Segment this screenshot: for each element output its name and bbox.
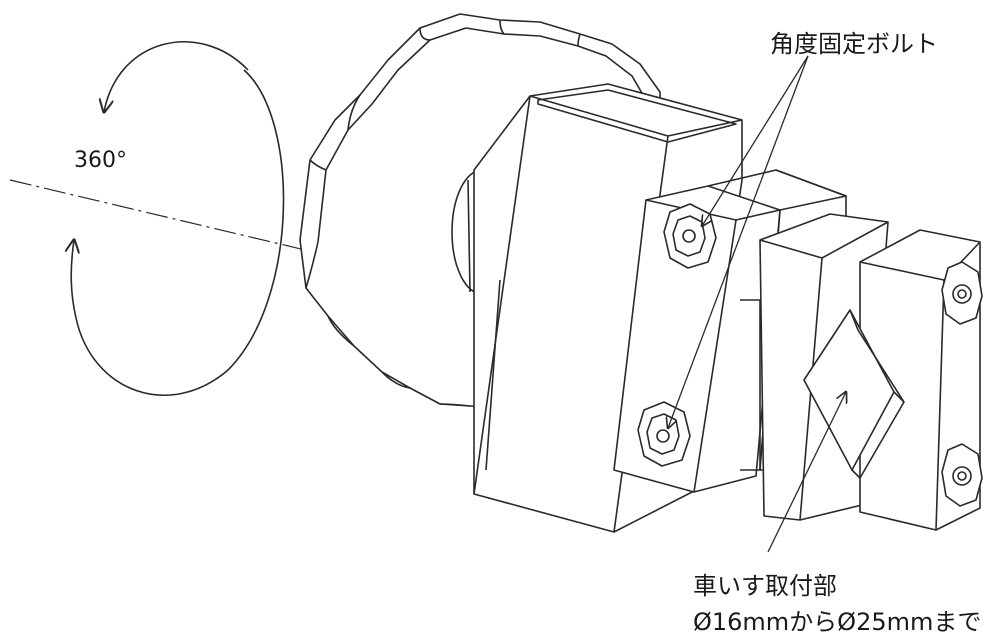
rotation-angle-label: 360° <box>74 148 127 173</box>
angle-fixing-bolt-label: 角度固定ボルト <box>770 30 938 58</box>
rotation-arrow <box>71 41 285 396</box>
mount-leader-line <box>767 392 846 553</box>
diameter-range-label: Ø16mmからØ25mmまで <box>693 608 982 636</box>
clamp-bolt-top <box>941 261 983 325</box>
angle-bolt-bottom <box>637 401 691 467</box>
wheelchair-mount-label: 車いす取付部 <box>693 572 837 600</box>
bolt-leader-lines <box>668 55 809 428</box>
clamp-bolt-bottom <box>941 443 983 507</box>
pipe-seat-diamond <box>803 309 905 479</box>
angle-bolt-top <box>663 203 717 269</box>
